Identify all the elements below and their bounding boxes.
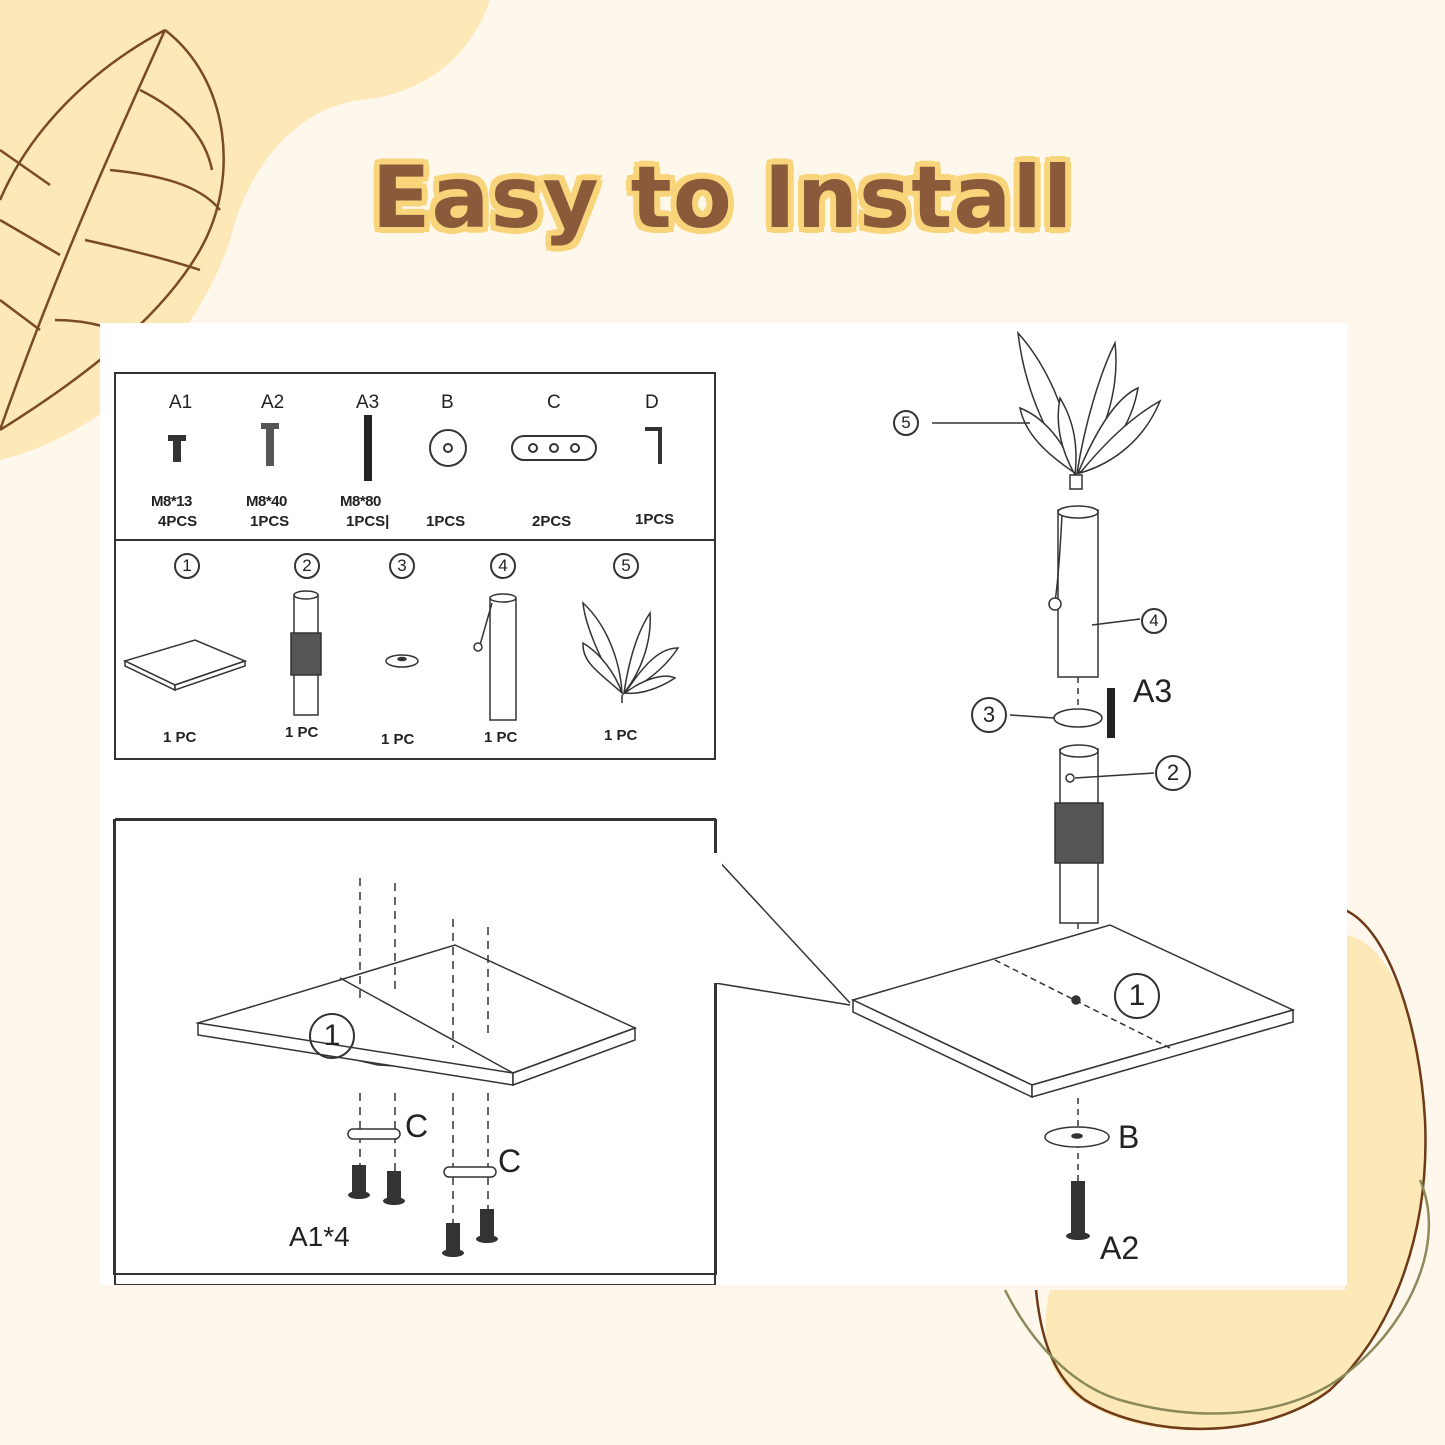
bottom-right-leaf-outline <box>1003 908 1430 1431</box>
assembly-part-5-number: 5 <box>893 410 919 436</box>
hardware-b-code: B <box>441 392 454 413</box>
assembly-part-1-number: 1 <box>1114 973 1160 1019</box>
instruction-diagram <box>113 330 1296 1285</box>
part-1-board-icon <box>122 639 248 692</box>
screw-a3-icon <box>364 415 372 481</box>
part-4-qty: 1 PC <box>484 729 518 746</box>
hardware-c-code: C <box>547 392 561 413</box>
detail-a1-screws <box>348 1165 498 1257</box>
part-4-tube-icon <box>473 593 517 721</box>
hardware-a3-spec: M8*80 <box>340 493 381 510</box>
detail-connector-plates <box>347 1128 497 1178</box>
assembly-screw-label: A2 <box>1100 1230 1140 1266</box>
assembly-part-3-number: 3 <box>971 697 1007 733</box>
assembly-leaves <box>1016 330 1162 490</box>
hardware-d-code: D <box>645 392 659 413</box>
screw-a2-icon <box>261 423 279 466</box>
hardware-a3-code: A3 <box>356 392 380 413</box>
hardware-a2-spec: M8*40 <box>246 493 287 510</box>
hardware-a1-spec: M8*13 <box>151 493 192 510</box>
assembly-bolt-label: A3 <box>1133 673 1173 709</box>
hardware-d-qty: 1PCS <box>635 511 675 528</box>
assembly-bolt-a3 <box>1107 688 1115 738</box>
part-1-qty: 1 PC <box>163 729 197 746</box>
bottom-right-blob <box>1045 935 1426 1431</box>
zoom-line-lower <box>714 982 851 1006</box>
assembly-base-board <box>850 924 1296 1099</box>
assembly-pole <box>1054 744 1155 924</box>
part-3-qty: 1 PC <box>381 731 415 748</box>
part-5-qty: 1 PC <box>604 727 638 744</box>
assembly-washer-label: B <box>1118 1119 1140 1155</box>
detail-plate-c-label: C <box>405 1108 429 1144</box>
part-2-number: 2 <box>294 553 320 579</box>
part-4-number: 4 <box>490 553 516 579</box>
hardware-a2-qty: 1PCS <box>250 513 290 530</box>
instruction-panel: A1 A2 A3 B C D M8*13 M8*40 M8*80 4PCS 1P… <box>100 323 1347 1285</box>
hardware-a1-code: A1 <box>169 392 193 413</box>
detail-plate-c2-label: C <box>498 1143 522 1179</box>
detail-part-1-number: 1 <box>309 1013 355 1059</box>
banana-leaf-outline <box>0 28 225 432</box>
hex-key-d-icon <box>645 427 662 464</box>
parts-list-box <box>114 372 716 760</box>
hardware-a2-code: A2 <box>261 392 285 413</box>
assembly-part-4-number: 4 <box>1141 608 1167 634</box>
part-2-pole-icon <box>290 590 322 716</box>
part-1-number: 1 <box>174 553 200 579</box>
detail-screws-label: A1*4 <box>289 1221 350 1252</box>
part-5-number: 5 <box>613 553 639 579</box>
assembly-tube <box>1048 505 1141 678</box>
detail-board <box>195 944 637 1087</box>
part-5-leaves-icon <box>582 601 680 703</box>
hardware-b-qty: 1PCS <box>426 513 466 530</box>
assembly-washer-3 <box>1009 708 1103 728</box>
zoom-line-upper <box>714 856 851 1004</box>
assembly-screw-a2 <box>1066 1181 1090 1240</box>
washer-b-icon <box>429 429 467 467</box>
part-3-washer-icon <box>385 654 419 668</box>
assembly-washer-b <box>1044 1126 1110 1148</box>
page-title: Easy to Install <box>371 148 1074 248</box>
part-3-number: 3 <box>389 553 415 579</box>
hardware-c-qty: 2PCS <box>532 513 572 530</box>
hardware-a3-qty: 1PCS| <box>346 513 390 530</box>
hardware-a1-qty: 4PCS <box>158 513 198 530</box>
assembly-part-2-number: 2 <box>1155 755 1191 791</box>
connector-plate-c-icon <box>511 435 597 461</box>
screw-a1-icon <box>168 435 186 462</box>
part-2-qty: 1 PC <box>285 724 319 741</box>
